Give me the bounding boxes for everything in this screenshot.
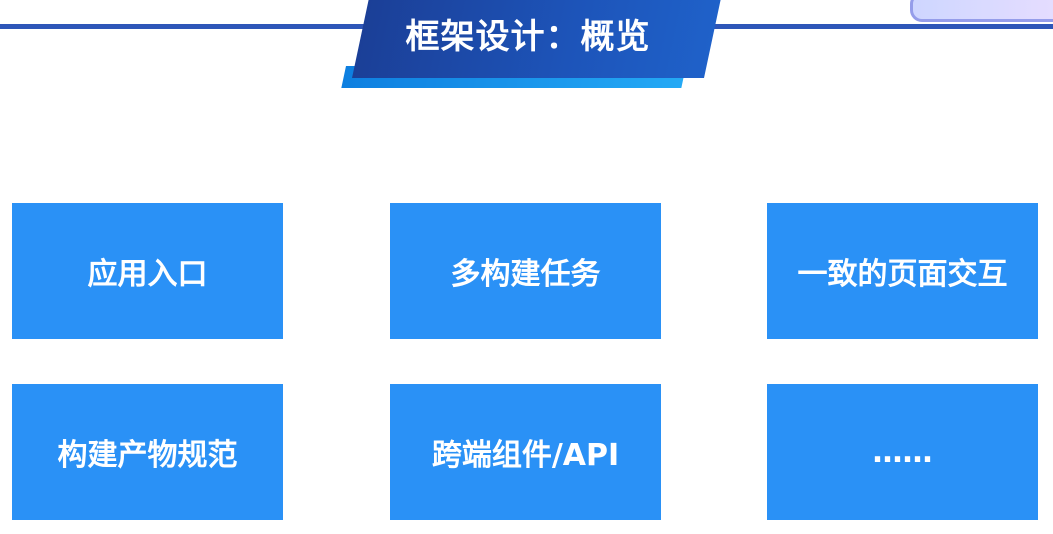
page-title: 框架设计：概览 — [405, 16, 651, 57]
block-multi-build-tasks: 多构建任务 — [390, 203, 661, 339]
block-consistent-page-interaction: 一致的页面交互 — [767, 203, 1038, 339]
block-app-entry: 应用入口 — [12, 203, 283, 339]
block-ellipsis: …… — [767, 384, 1038, 520]
block-cross-platform-components: 跨端组件/API — [390, 384, 661, 520]
brand-logo-icon — [910, 0, 1053, 22]
block-build-artifact-spec: 构建产物规范 — [12, 384, 283, 520]
